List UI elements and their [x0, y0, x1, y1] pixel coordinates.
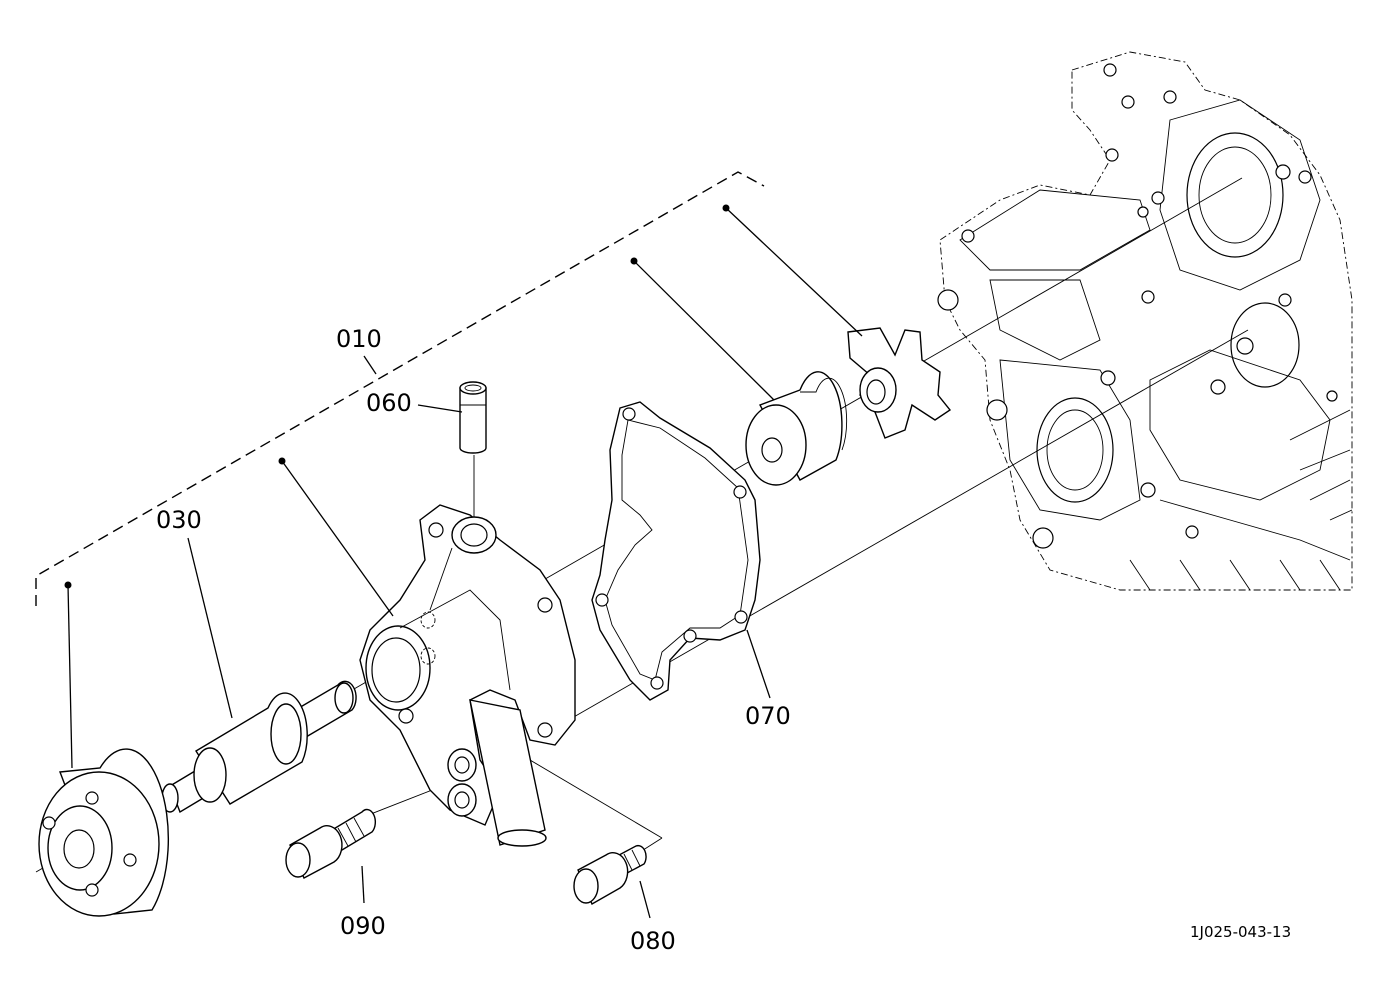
- mechanical-seal: [745, 371, 848, 486]
- bolt-080: [573, 844, 647, 906]
- engine-gear-case: [937, 51, 1353, 591]
- callout-080: 080: [630, 927, 676, 955]
- callout-070: 070: [745, 702, 791, 730]
- water-pump-body: [359, 504, 576, 847]
- shaft-bearing-030: [161, 680, 357, 814]
- pulley-flange: [38, 748, 170, 917]
- assembly-bracket-010: [35, 171, 765, 606]
- callout-labels: 010 060 030 070 090 080 1J025-043-13: [156, 325, 1291, 955]
- callout-060: 060: [366, 389, 412, 417]
- figure-reference: 1J025-043-13: [1190, 923, 1291, 941]
- impeller: [847, 327, 952, 439]
- callout-090: 090: [340, 912, 386, 940]
- bolt-090: [285, 808, 377, 879]
- gasket-070: [591, 401, 761, 701]
- callout-010: 010: [336, 325, 382, 353]
- leader-lines: [64, 204, 863, 919]
- pipe-060: [459, 381, 487, 454]
- callout-030: 030: [156, 506, 202, 534]
